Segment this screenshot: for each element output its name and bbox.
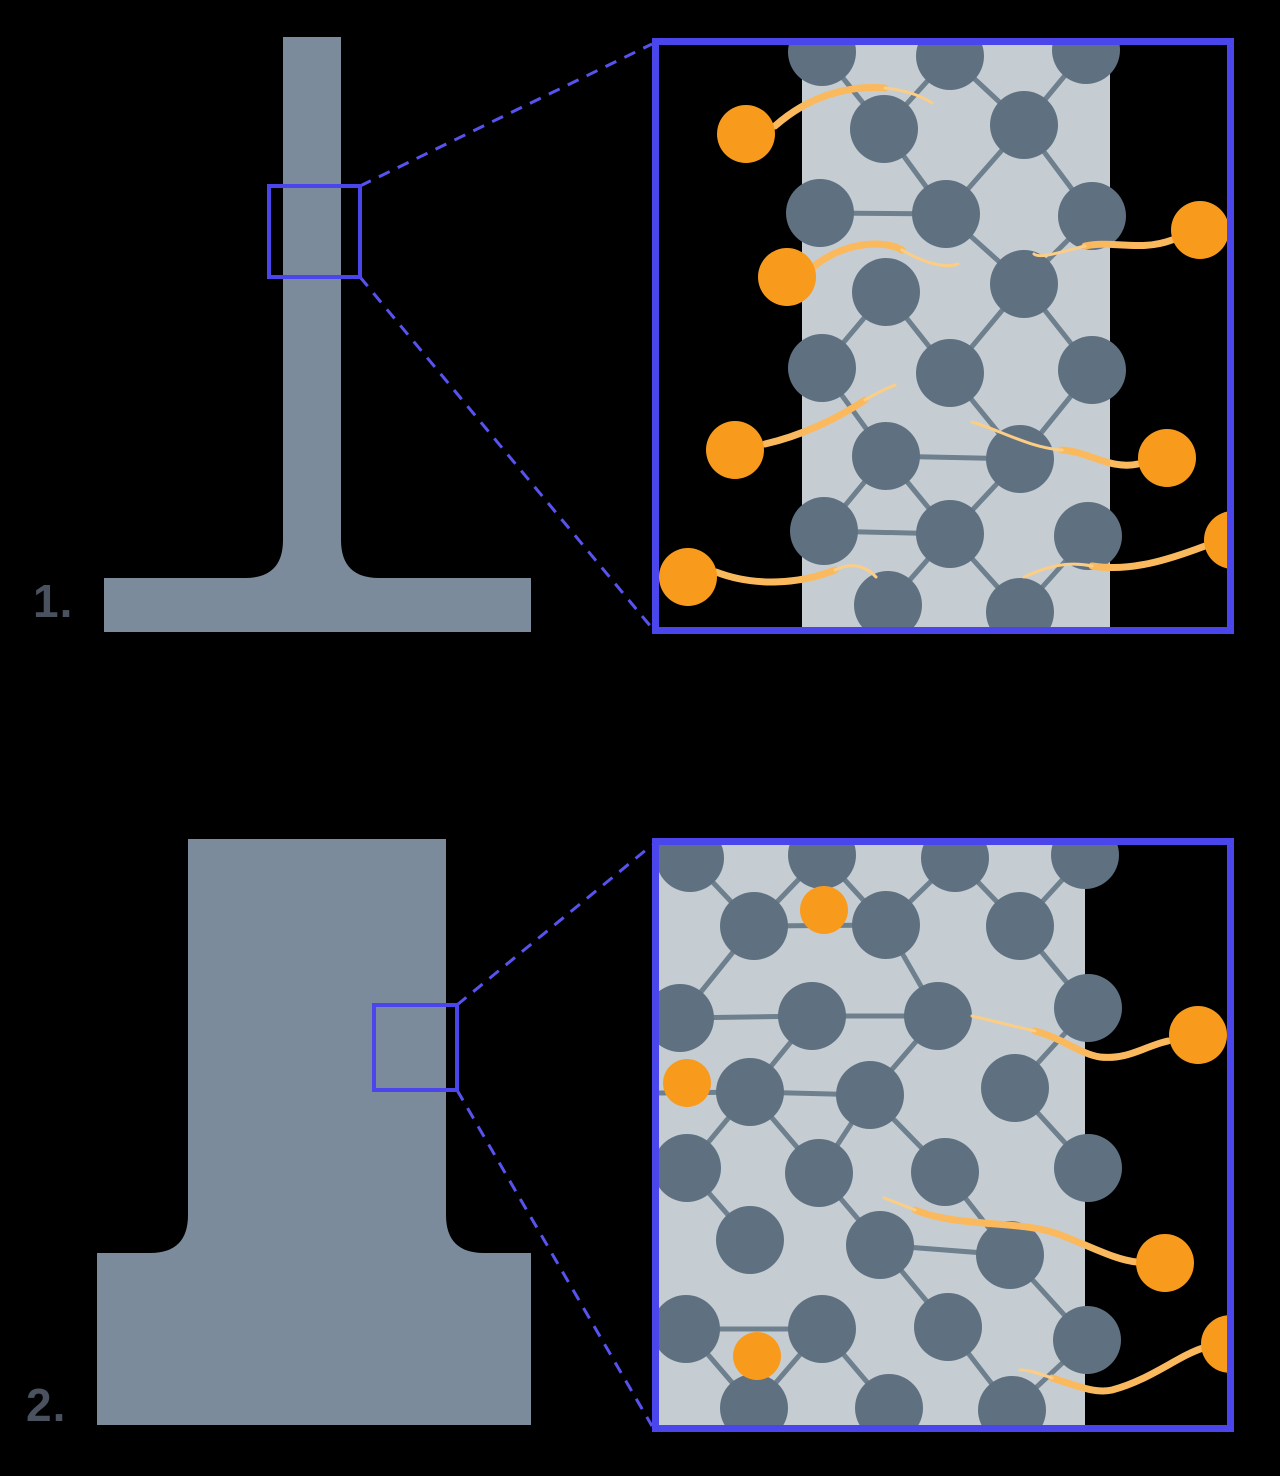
adatom-tail: [1031, 1027, 1172, 1061]
lattice-atom: [986, 892, 1054, 960]
adatom: [1136, 1234, 1194, 1292]
callout-line: [358, 276, 654, 629]
lattice-atom: [990, 250, 1058, 318]
callout-line: [455, 1089, 654, 1427]
lattice-atom: [914, 1293, 982, 1361]
embedded-atom: [733, 1332, 781, 1380]
lattice-atom: [788, 44, 856, 86]
adatom-tail-wisp: [1022, 562, 1094, 579]
lattice-atom: [904, 982, 972, 1050]
adatom: [1171, 201, 1228, 259]
lattice-atom: [1058, 336, 1126, 404]
adatom-tail-wisp: [970, 1014, 1037, 1033]
lattice-atom: [852, 258, 920, 326]
adatom-tail: [761, 396, 869, 448]
callout-line: [359, 42, 653, 188]
lattice-atom: [852, 891, 920, 959]
embedded-atom: [663, 1059, 711, 1107]
lattice-atom: [1054, 1134, 1122, 1202]
lattice-atom: [976, 1221, 1044, 1289]
adatom-tail-wisp: [1018, 1368, 1054, 1380]
lattice-atom: [716, 1206, 784, 1274]
panel-1-label: 1.: [33, 575, 74, 627]
lattice-atom: [778, 982, 846, 1050]
lattice-atom: [720, 892, 788, 960]
adatom-tail: [911, 1206, 1141, 1266]
adatom: [758, 248, 816, 306]
lattice-atom: [911, 1138, 979, 1206]
adatom: [1138, 429, 1196, 487]
lattice-atom: [788, 334, 856, 402]
lattice-atom: [788, 1295, 856, 1363]
lattice-atom: [716, 1058, 784, 1126]
lattice-atom: [916, 500, 984, 568]
lattice-atom: [720, 1374, 788, 1426]
lattice-atom: [978, 1376, 1046, 1426]
adatom: [659, 548, 717, 606]
inset-frame: [652, 38, 1234, 634]
adatom: [1169, 1006, 1227, 1064]
lattice-atom: [986, 578, 1054, 628]
lattice-atom: [912, 180, 980, 248]
lattice-atom: [850, 95, 918, 163]
pillar-shape: [104, 37, 531, 632]
lattice-atom: [916, 44, 984, 90]
lattice-atom: [981, 1054, 1049, 1122]
adatom: [1201, 1315, 1228, 1373]
lattice-atom: [790, 497, 858, 565]
zoom-rect: [267, 184, 362, 279]
lattice-atom: [658, 1295, 720, 1363]
adatom: [1204, 511, 1228, 569]
adatom-tail-wisp: [882, 1196, 917, 1212]
lattice-atom: [658, 844, 724, 892]
adatom-tail: [808, 240, 906, 272]
lattice-atom: [852, 422, 920, 490]
lattice-atom: [836, 1061, 904, 1129]
lattice-atom: [1054, 974, 1122, 1042]
lattice-atom: [786, 179, 854, 247]
lattice-atom: [1053, 1306, 1121, 1374]
lattice-atom: [986, 425, 1054, 493]
adatom: [717, 105, 775, 163]
lattice-atom: [855, 1374, 923, 1426]
inset-content: [658, 844, 1228, 1426]
lattice-atom: [1052, 44, 1120, 84]
embedded-atom: [800, 886, 848, 934]
lattice-atom: [788, 844, 856, 889]
panel-2-label: 2.: [26, 1379, 67, 1431]
adatom-tail-wisp: [883, 86, 934, 105]
inset-frame: [652, 838, 1234, 1432]
adatom-tail: [1088, 542, 1209, 572]
inset-content: [658, 44, 1228, 628]
adatom: [706, 421, 764, 479]
adatom-tail: [771, 84, 889, 130]
lattice-atom: [1051, 844, 1119, 889]
lattice-atom: [846, 1211, 914, 1279]
lattice-atom: [916, 339, 984, 407]
adatom-tail: [1048, 1344, 1207, 1395]
lattice-atom: [785, 1139, 853, 1207]
lattice-atom: [658, 1134, 721, 1202]
callout-line: [456, 843, 653, 1007]
adatom-tail-wisp: [1032, 244, 1087, 258]
pillar-shape: [97, 839, 531, 1425]
lattice-atom: [921, 844, 989, 892]
adatom-tail: [1081, 236, 1176, 250]
adatom-tail-wisp: [970, 420, 1064, 452]
adatom-tail: [1058, 446, 1142, 469]
zoom-rect: [372, 1003, 459, 1092]
adatom-tail: [712, 566, 839, 586]
adatom-tail-wisp: [833, 564, 878, 579]
lattice-atom: [1054, 502, 1122, 570]
lattice-atom: [658, 984, 714, 1052]
lattice-atom: [854, 571, 922, 628]
lattice-atom: [1058, 182, 1126, 250]
adatom-tail-wisp: [863, 383, 897, 402]
lattice-atom: [990, 91, 1058, 159]
adatom-tail-wisp: [900, 248, 960, 268]
